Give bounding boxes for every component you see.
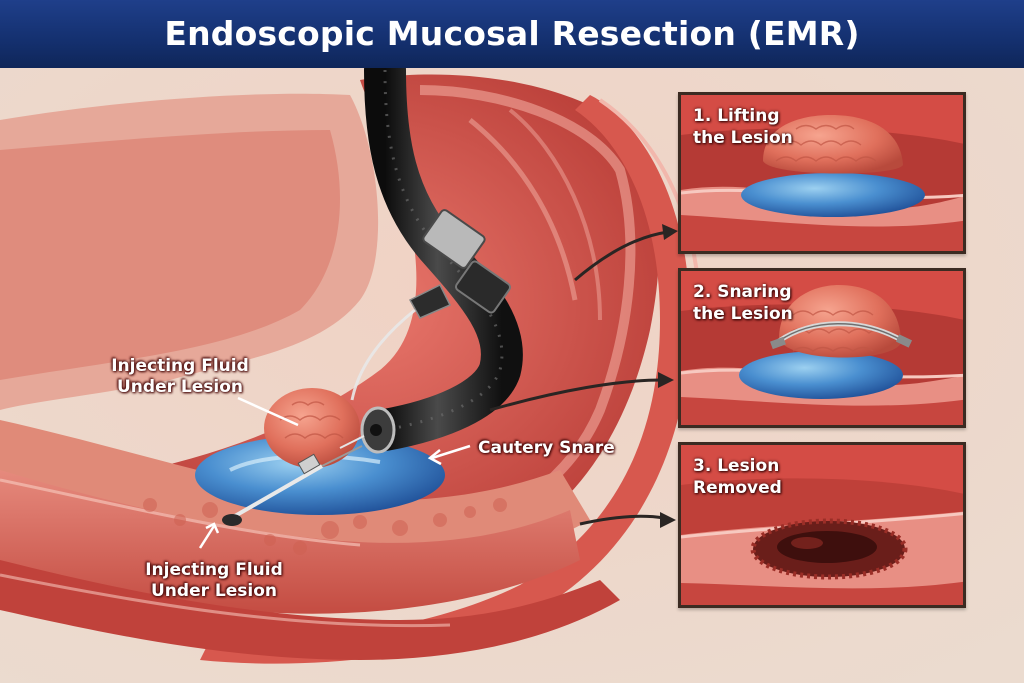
label-line: Injecting Fluid	[111, 356, 249, 376]
step-panel-removed: 3. Lesion Removed	[678, 442, 966, 608]
label-cautery-snare: Cautery Snare	[478, 438, 615, 458]
step-panel-lifting: 1. Lifting the Lesion	[678, 92, 966, 254]
caption-line: 3. Lesion	[693, 456, 780, 476]
label-line: Under Lesion	[151, 581, 277, 601]
page-title: Endoscopic Mucosal Resection (EMR)	[164, 14, 860, 53]
panel-caption: 3. Lesion Removed	[693, 455, 782, 499]
title-banner: Endoscopic Mucosal Resection (EMR)	[0, 0, 1024, 68]
caption-line: 2. Snaring	[693, 282, 792, 302]
label-line: Under Lesion	[117, 377, 243, 397]
caption-line: Removed	[693, 478, 782, 498]
step-panel-snaring: 2. Snaring the Lesion	[678, 268, 966, 428]
label-injecting-fluid-upper: Injecting Fluid Under Lesion	[106, 356, 254, 398]
label-line: Injecting Fluid	[145, 560, 283, 580]
panel-caption: 2. Snaring the Lesion	[693, 281, 793, 325]
label-injecting-fluid-lower: Injecting Fluid Under Lesion	[140, 560, 288, 602]
caption-line: the Lesion	[693, 128, 793, 148]
panel-caption: 1. Lifting the Lesion	[693, 105, 793, 149]
caption-line: the Lesion	[693, 304, 793, 324]
panel-illustration	[681, 95, 963, 251]
panel-illustration	[681, 271, 963, 425]
panel-illustration	[681, 445, 963, 605]
caption-line: 1. Lifting	[693, 106, 780, 126]
